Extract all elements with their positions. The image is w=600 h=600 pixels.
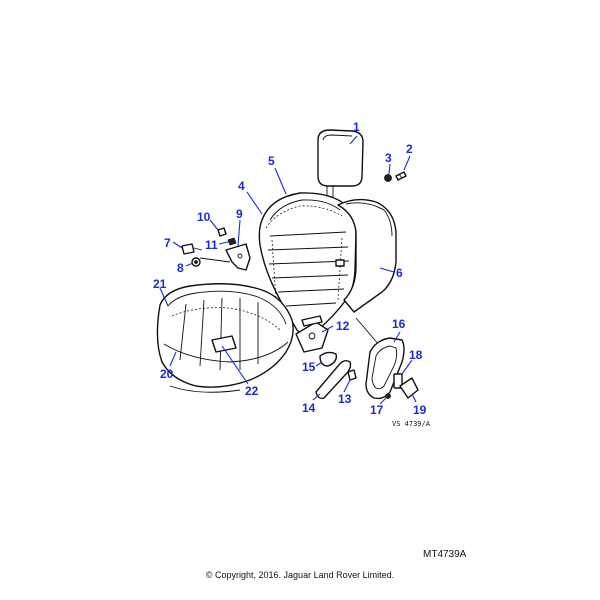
recliner-handle xyxy=(315,359,352,400)
knob-part-19 xyxy=(399,377,419,399)
callout-21: 21 xyxy=(153,277,167,291)
clip-part-11 xyxy=(227,237,237,246)
headrest xyxy=(317,129,364,197)
callout-18: 18 xyxy=(409,348,423,362)
seat-cushion xyxy=(156,283,294,393)
callout-4: 4 xyxy=(238,179,245,193)
leader-lines xyxy=(159,135,417,405)
screw-part-17 xyxy=(385,393,391,399)
drawing-reference: VS 4739/A xyxy=(392,420,431,428)
callout-14: 14 xyxy=(302,401,316,415)
callout-12: 12 xyxy=(336,319,350,333)
screw-part-13 xyxy=(347,369,357,381)
bolt-part-7 xyxy=(181,243,203,255)
callout-19: 19 xyxy=(413,403,427,417)
callout-20: 20 xyxy=(160,367,174,381)
callout-15: 15 xyxy=(302,360,316,374)
callout-9: 9 xyxy=(236,207,243,221)
diagram-code: MT4739A xyxy=(423,549,467,560)
callout-11: 11 xyxy=(205,238,218,252)
escutcheon-panel xyxy=(365,337,405,400)
callout-3: 3 xyxy=(385,151,392,165)
callout-6: 6 xyxy=(396,266,403,280)
seat-back-cover xyxy=(258,192,357,336)
recliner-mechanism xyxy=(295,315,329,353)
callout-1: 1 xyxy=(353,120,360,134)
callout-16: 16 xyxy=(392,317,406,331)
callout-8: 8 xyxy=(177,261,184,275)
callout-10: 10 xyxy=(197,210,211,224)
copyright-notice: © Copyright, 2016. Jaguar Land Rover Lim… xyxy=(205,570,395,580)
callout-labels: 1 2 3 4 5 6 7 8 9 10 11 12 13 14 15 16 1… xyxy=(153,120,427,417)
callout-2: 2 xyxy=(406,142,413,156)
switch-part-18 xyxy=(393,373,403,389)
callout-22: 22 xyxy=(245,384,259,398)
recliner-cover-part-15 xyxy=(319,351,338,367)
callout-13: 13 xyxy=(338,392,352,406)
seat-back-board xyxy=(337,198,397,313)
callout-17: 17 xyxy=(370,403,384,417)
washer-part-8 xyxy=(191,257,201,267)
callout-5: 5 xyxy=(268,154,275,168)
screw-part-10 xyxy=(217,227,227,237)
screw-part-2 xyxy=(395,171,407,181)
washer-part-3 xyxy=(384,174,392,182)
callout-7: 7 xyxy=(164,236,171,250)
hinge-bracket xyxy=(199,243,251,271)
